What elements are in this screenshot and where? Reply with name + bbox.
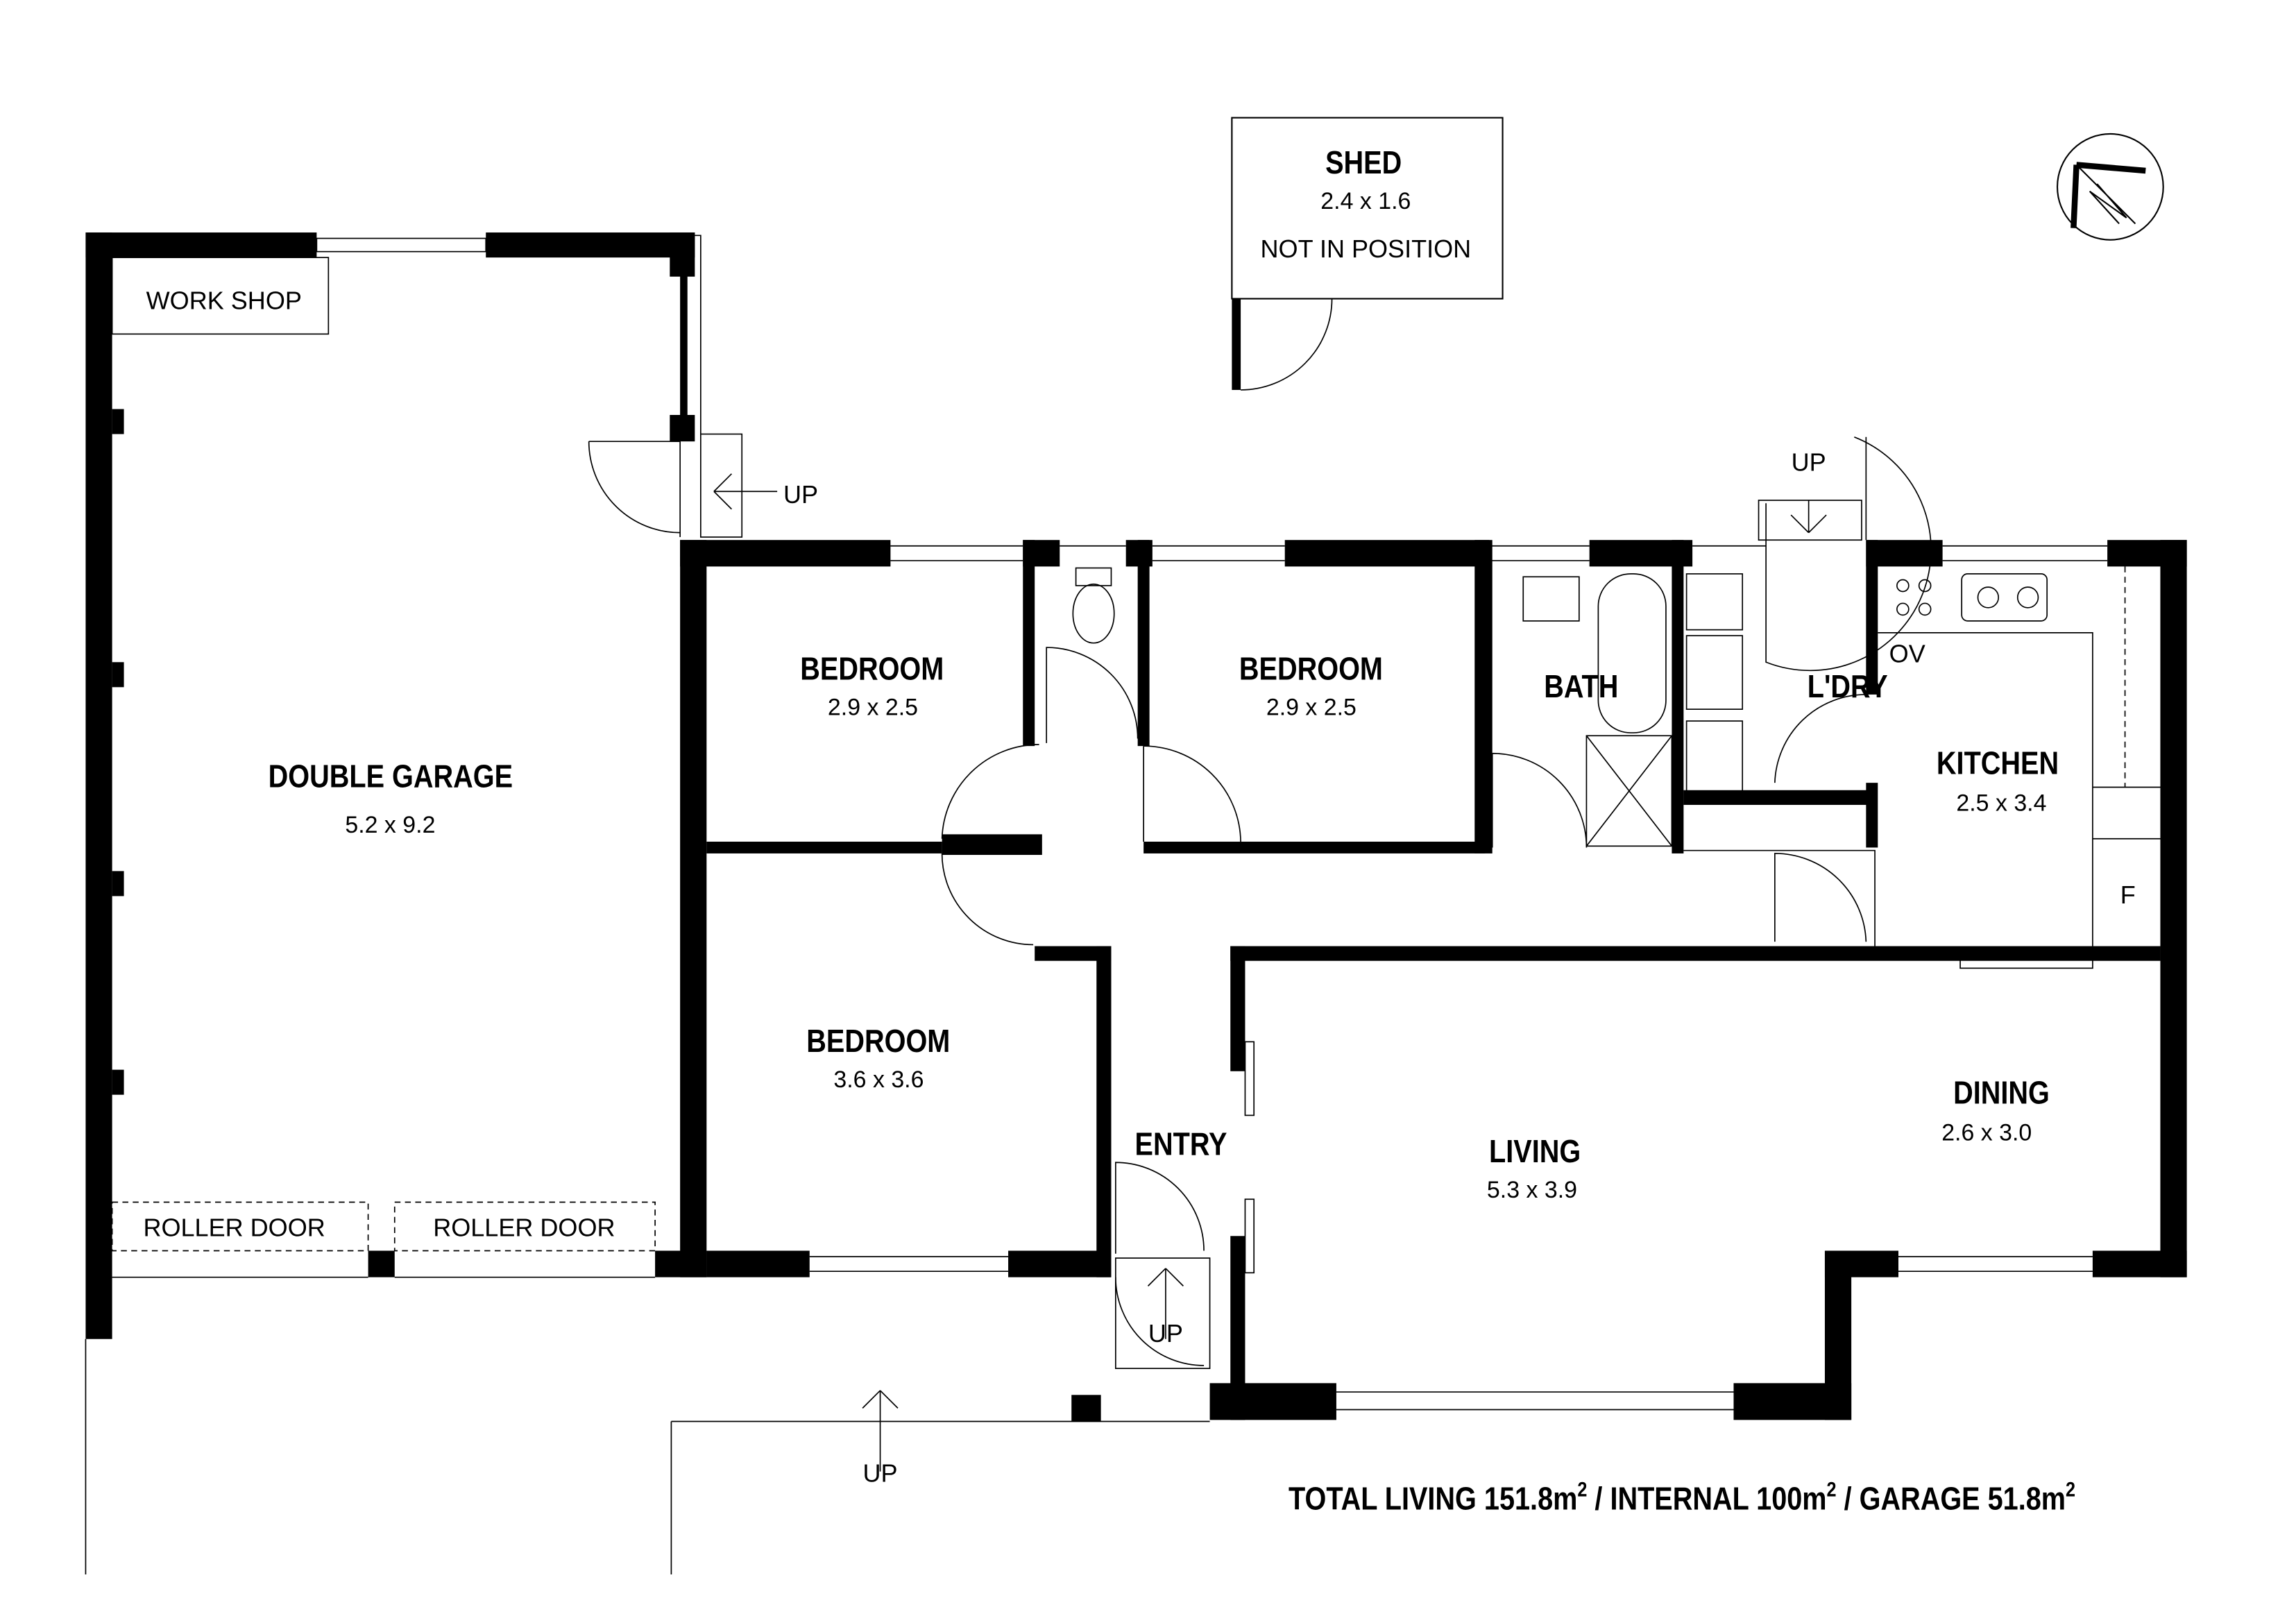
roller-door-2-label: ROLLER DOOR (433, 1213, 615, 1241)
dining-dims: 2.6 x 3.0 (1941, 1119, 2032, 1146)
roller-door-1-label: ROLLER DOOR (143, 1213, 325, 1241)
shed-name: SHED (1325, 145, 1402, 181)
kitchen-name: KITCHEN (1937, 745, 2059, 781)
bedroom1-name: BEDROOM (800, 652, 944, 688)
area-totals: TOTAL LIVING 151.8m2 / INTERNAL 100m2 / … (1289, 1478, 2075, 1518)
laundry-name: L'DRY (1808, 669, 1888, 705)
bedroom3-name: BEDROOM (806, 1023, 950, 1060)
fridge-label: F (2120, 881, 2136, 909)
garage-name: DOUBLE GARAGE (269, 759, 513, 795)
house-walls (85, 540, 2187, 1575)
kitchen-dims: 2.5 x 3.4 (1956, 790, 2046, 816)
bedroom2-name: BEDROOM (1239, 652, 1383, 688)
bedroom1-dims: 2.9 x 2.5 (828, 695, 918, 721)
shed: SHED 2.4 x 1.6 NOT IN POSITION (1231, 117, 1504, 391)
oven-label: OV (1889, 639, 1925, 668)
bedroom2-dims: 2.9 x 2.5 (1266, 695, 1357, 721)
doors-fixtures (862, 436, 2161, 1472)
garage-walls (85, 232, 778, 1339)
entry-name: ENTRY (1135, 1127, 1227, 1163)
path-up-label: UP (863, 1459, 898, 1487)
workshop-label: WORK SHOP (146, 286, 302, 314)
garage-dims: 5.2 x 9.2 (345, 812, 435, 838)
shed-dims: 2.4 x 1.6 (1320, 188, 1411, 214)
bedroom3-dims: 3.6 x 3.6 (833, 1067, 924, 1093)
laundry-up-label: UP (1792, 448, 1826, 477)
entry-up-label: UP (1148, 1319, 1183, 1348)
living-dims: 5.3 x 3.9 (1487, 1177, 1577, 1203)
shed-note: NOT IN POSITION (1261, 235, 1472, 263)
north-arrow-icon (2056, 133, 2164, 241)
dining-name: DINING (1953, 1075, 2050, 1111)
living-name: LIVING (1489, 1134, 1581, 1170)
garage-up-label: UP (783, 480, 818, 509)
bath-name: BATH (1544, 669, 1618, 705)
